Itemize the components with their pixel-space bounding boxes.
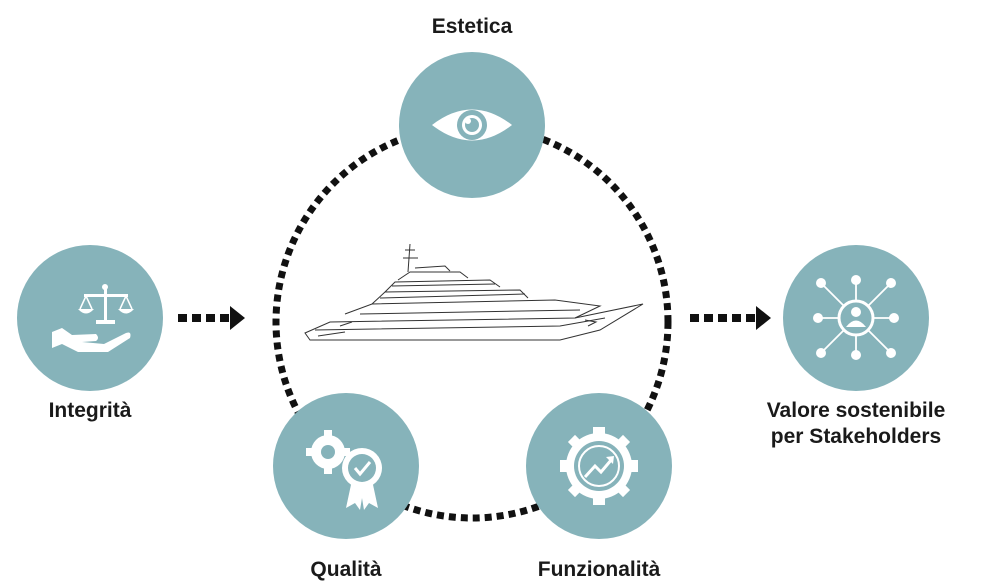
arrow-left-to-center [178,306,245,330]
yacht-illustration [304,243,644,341]
label-qualita: Qualità [310,558,382,581]
label-valore: Valore sostenibile per Stakeholders [750,398,962,450]
label-valore-line1: Valore sostenibile [766,399,946,422]
node-qualita [273,393,419,539]
justice-hand-icon [52,284,134,352]
gear-growth-icon [560,427,638,505]
node-integrita [17,245,163,391]
gear-certificate-icon [306,430,382,510]
stakeholder-network-icon [813,275,899,360]
arrow-center-to-right [690,306,771,330]
eye-icon [432,109,512,141]
label-integrita: Integrità [48,399,132,422]
label-funzionalita: Funzionalità [537,558,661,581]
label-estetica: Estetica [431,15,513,38]
label-valore-line2: per Stakeholders [770,425,942,448]
node-estetica [399,52,545,198]
node-valore [783,245,929,391]
cycle-ring [272,122,672,522]
node-funzionalita [526,393,672,539]
